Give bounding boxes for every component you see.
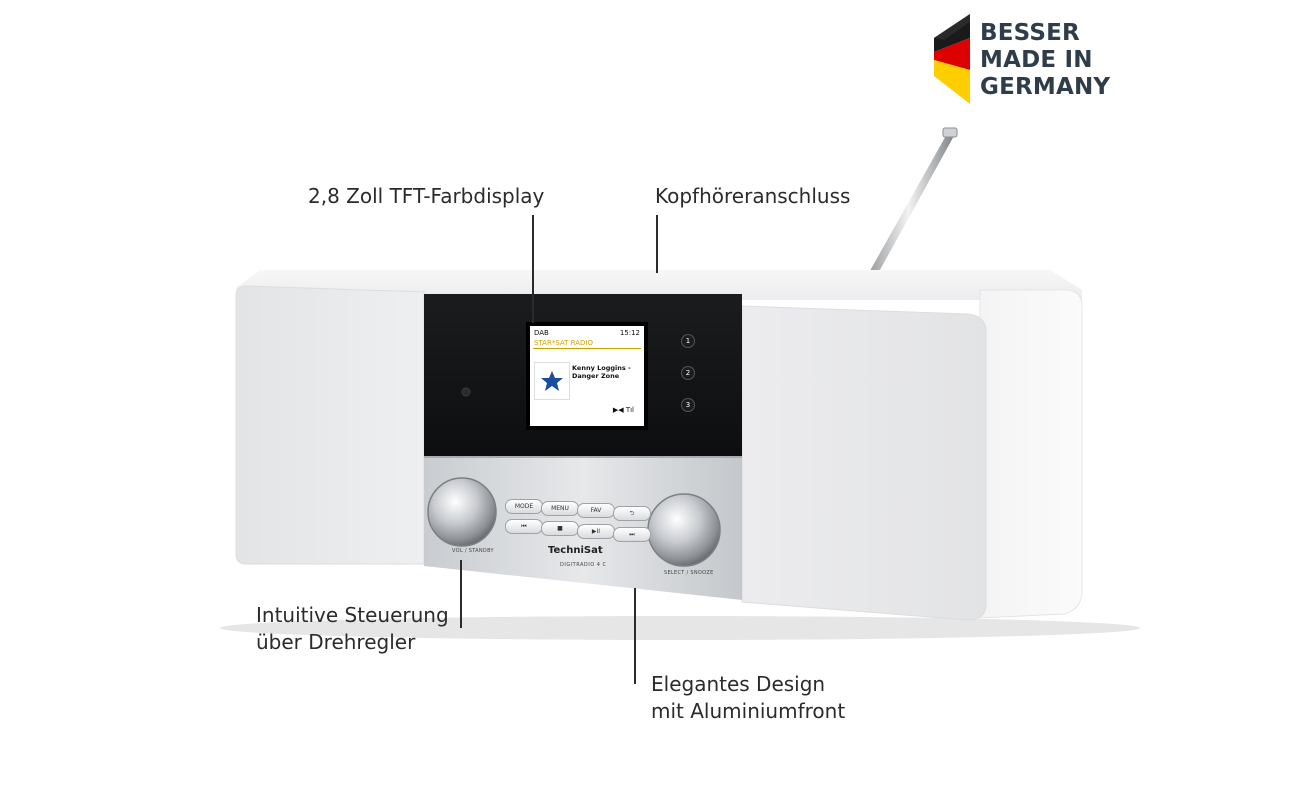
previous-button[interactable]: ⏮	[505, 519, 543, 534]
badge-line-3: GERMANY	[980, 74, 1111, 100]
display-divider	[533, 348, 641, 349]
select-knob[interactable]	[648, 494, 720, 566]
mode-button[interactable]: MODE	[505, 499, 543, 514]
made-in-germany-badge: BESSER MADE IN GERMANY	[980, 20, 1110, 101]
preset-button-1[interactable]: 1	[681, 334, 695, 348]
badge-line-1: BESSER	[980, 20, 1080, 46]
display-song-line-2: Danger Zone	[572, 372, 620, 380]
callout-display: 2,8 Zoll TFT-Farbdisplay	[308, 184, 545, 208]
callout-control-line-1: Intuitive Steuerung	[256, 603, 449, 627]
radio-display: DAB 15:12 STAR*SAT RADIO Kenny Loggins -…	[530, 326, 644, 426]
next-button[interactable]: ⏭	[613, 527, 651, 542]
display-source: DAB	[534, 329, 549, 337]
display-song: Kenny Loggins - Danger Zone	[572, 364, 642, 380]
back-button[interactable]: ⮌	[613, 506, 651, 521]
preset-button-2[interactable]: 2	[681, 366, 695, 380]
preset-button-3[interactable]: 3	[681, 398, 695, 412]
stop-button[interactable]: ■	[541, 521, 579, 536]
callout-control-line-2: über Drehregler	[256, 630, 416, 654]
select-knob-label: SELECT / SNOOZE	[664, 570, 714, 576]
callout-design: Elegantes Design mit Aluminiumfront	[651, 671, 845, 725]
fav-button[interactable]: FAV	[577, 503, 615, 518]
volume-knob[interactable]	[428, 478, 496, 546]
signal-icon: ▶◀ Tıl	[612, 406, 634, 414]
badge-line-2: MADE IN	[980, 47, 1093, 73]
callout-design-line-1: Elegantes Design	[651, 672, 826, 696]
callout-control: Intuitive Steuerung über Drehregler	[256, 602, 449, 656]
callout-headphone: Kopfhöreranschluss	[655, 184, 851, 208]
brand-logo: TechniSat	[548, 545, 603, 556]
callout-design-line-2: mit Aluminiumfront	[651, 699, 846, 723]
volume-knob-label: VOL / STANDBY	[452, 548, 494, 554]
station-logo	[534, 362, 570, 400]
germany-flag-logo	[934, 14, 970, 104]
model-name: DIGITRADIO 4 C	[560, 562, 607, 568]
menu-button[interactable]: MENU	[541, 501, 579, 516]
antenna	[862, 127, 958, 288]
play-pause-button[interactable]: ▶II	[577, 524, 615, 539]
display-station: STAR*SAT RADIO	[534, 339, 593, 347]
display-song-line-1: Kenny Loggins -	[572, 364, 631, 372]
display-time: 15:12	[619, 329, 640, 337]
